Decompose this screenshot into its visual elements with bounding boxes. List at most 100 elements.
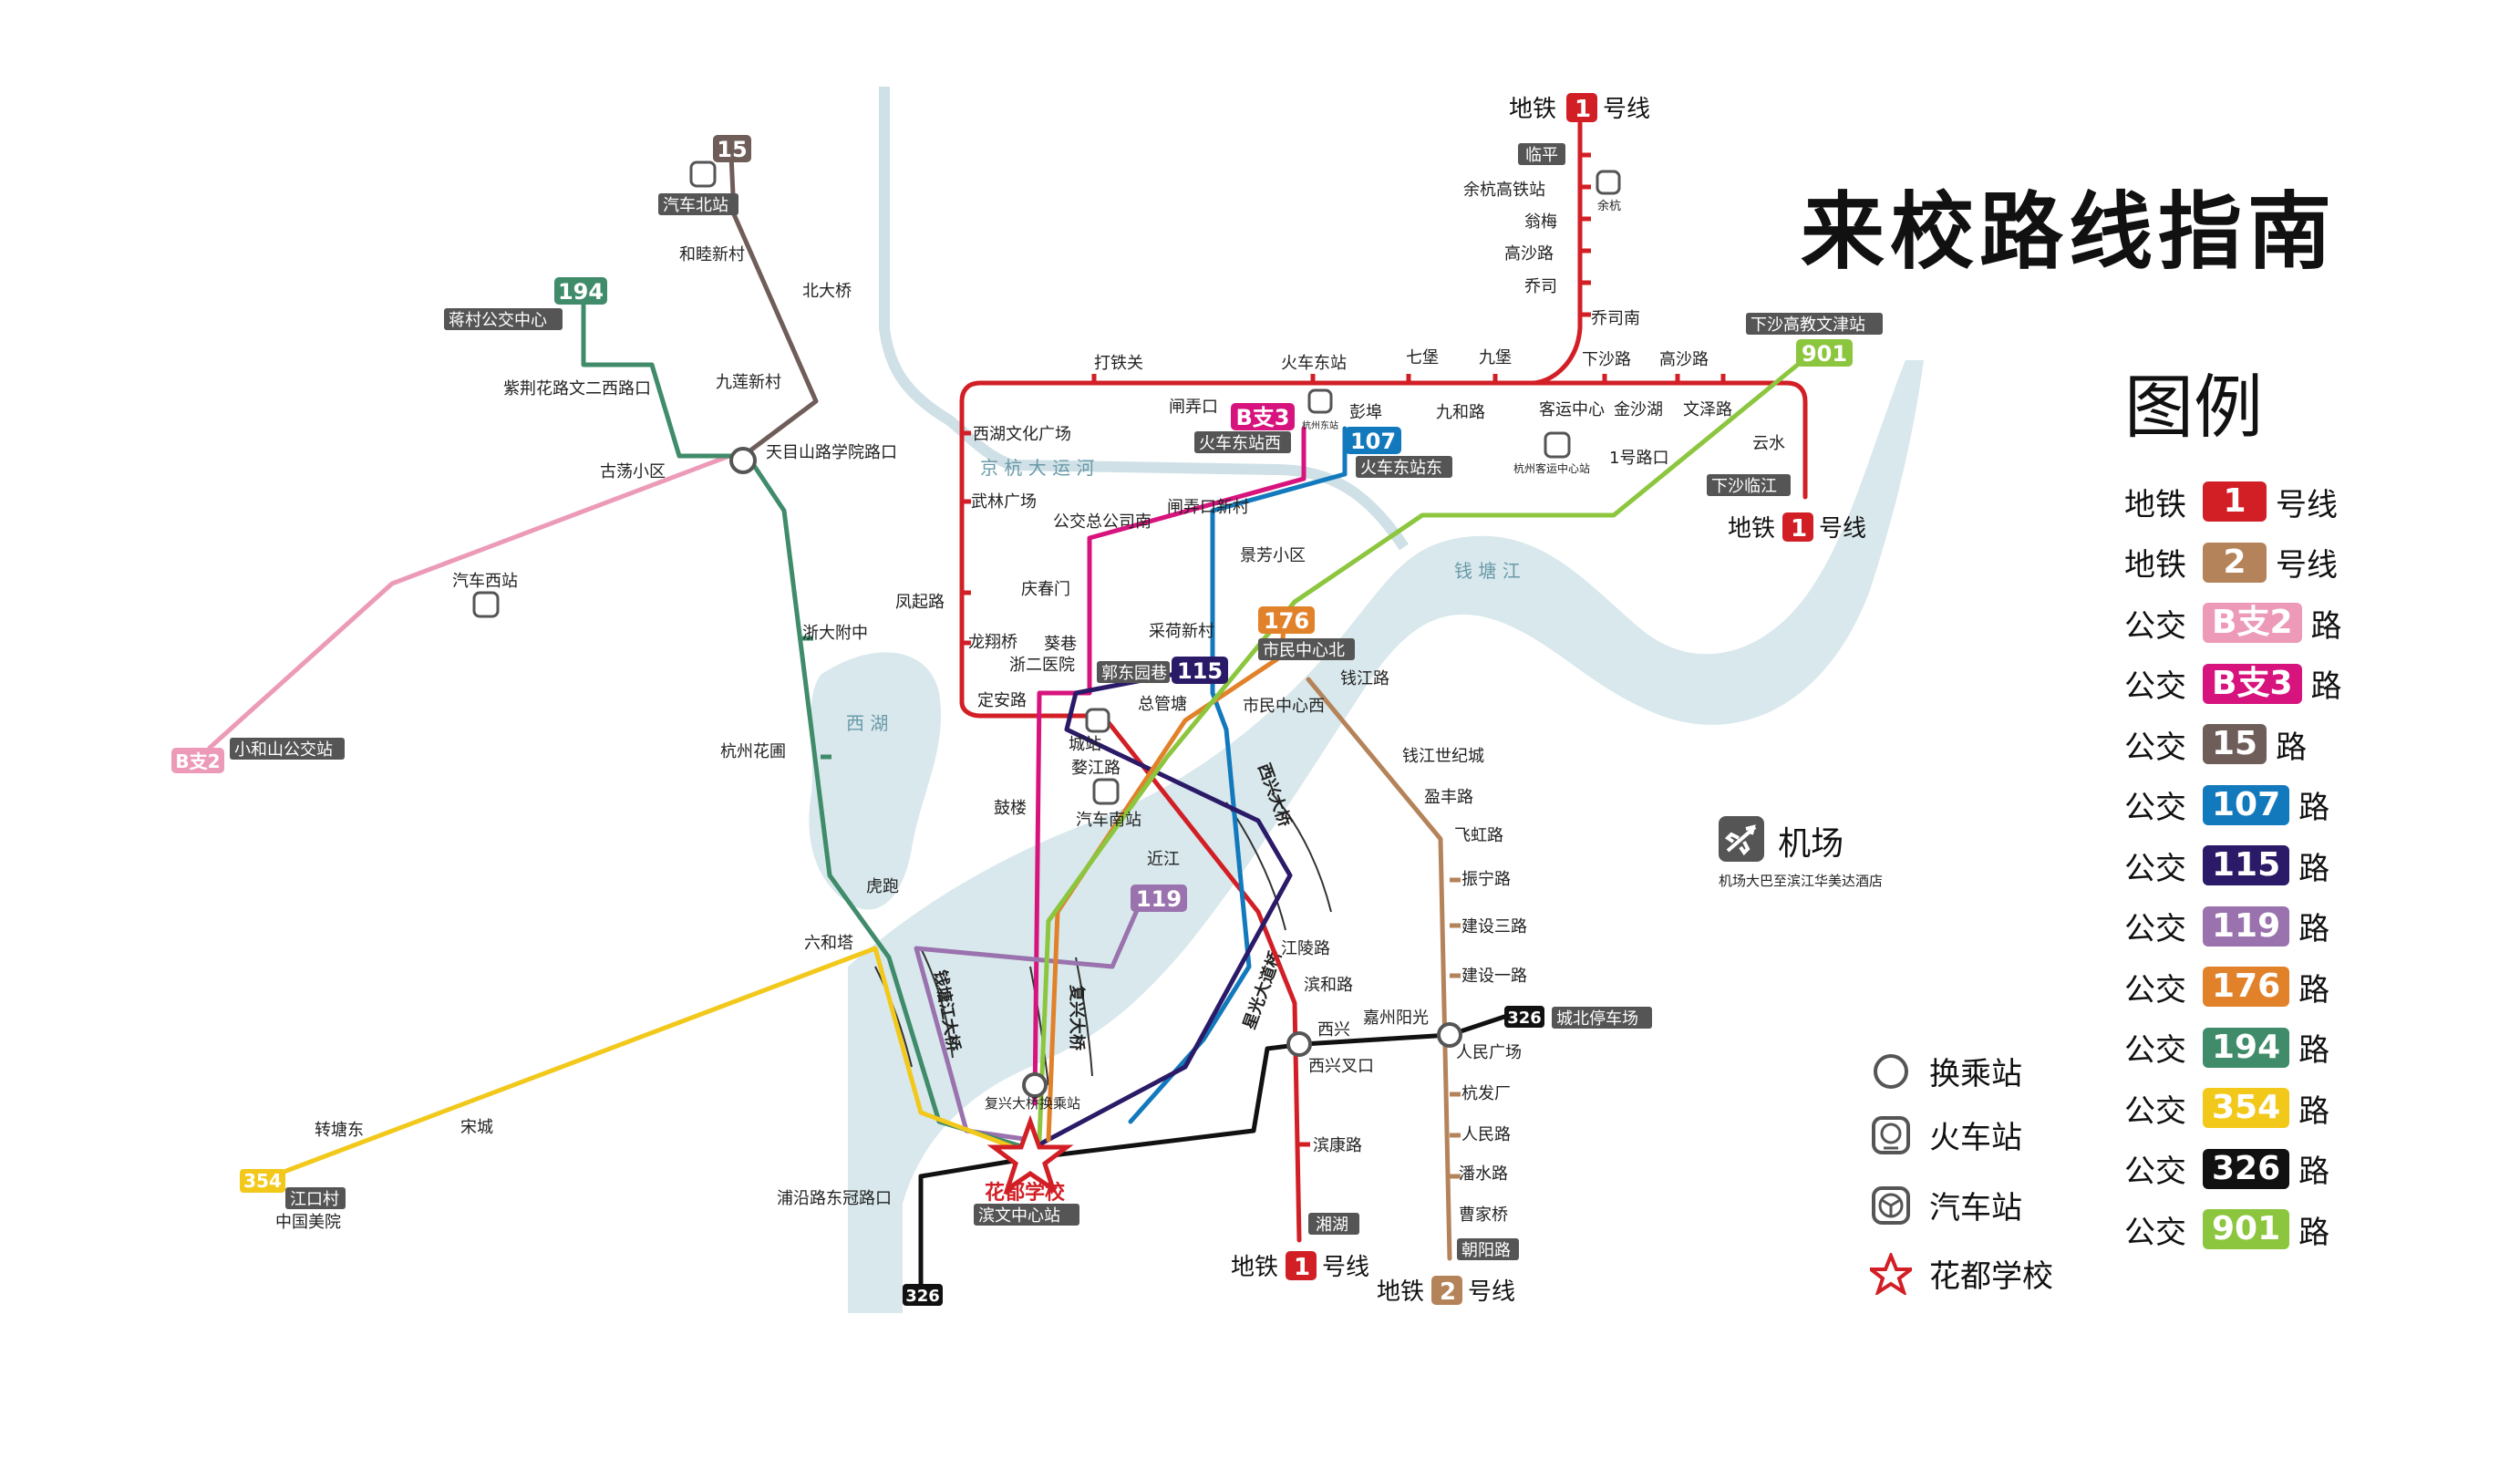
canal-label: 京 杭 大 运 河 [980,457,1094,479]
legend-row-badge: 115 [2203,845,2290,885]
station-panshui: 潘水路 [1459,1164,1508,1184]
station-zheer: 浙二医院 [1009,656,1075,675]
map-train-icons [1085,170,1621,733]
station-kuixiang: 葵巷 [1044,635,1077,654]
station-gaoshalu: 高沙路 [1504,244,1554,264]
badge-107: 107 [1350,429,1396,454]
station-zhanongkou: 闸弄口 [1169,398,1218,417]
water-labels: 西 湖 京 杭 大 运 河 钱 塘 江 [846,457,1521,734]
station-jingfang: 景芳小区 [1240,546,1306,565]
route-metro-1 [959,120,1583,1243]
station-academy: 中国美院 [275,1213,341,1232]
legend-row-badge: 15 [2203,724,2267,764]
station-chengzhan: 城站 [1069,735,1101,754]
station-qichebei: 汽车北站 [663,196,728,215]
metro1-right-num: 1 [1791,515,1807,543]
legend-row-prefix: 公交 [2124,668,2186,705]
station-jianshe1: 建设一路 [1461,967,1527,986]
badge-354: 354 [243,1170,282,1192]
route-bus-15 [728,152,819,459]
bus-icon [1869,1184,1913,1227]
legend-row-badge: B支2 [2203,603,2302,643]
station-hupao: 虎跑 [866,877,899,896]
legend-transfer: 换乘站 [1869,1049,2022,1093]
route-bus-b2 [207,453,732,750]
metro2-bottom-num: 2 [1440,1278,1456,1306]
station-pengbu: 彭埠 [1349,403,1382,422]
station-gudang: 古荡小区 [600,462,666,481]
legend-row-suffix: 路 [2298,850,2330,887]
station-wujianglu: 婺江路 [1071,759,1121,778]
station-hemu: 和睦新村 [679,245,745,264]
legend-row-badge: 901 [2203,1209,2290,1249]
station-binhelu: 滨和路 [1304,976,1353,995]
station-jiazhou: 嘉州阳光 [1363,1009,1429,1028]
legend-row-suffix: 号线 [2276,486,2338,523]
legend-school: 花都学校 [1869,1251,2053,1296]
legend-row-suffix: 路 [2298,1032,2330,1069]
route-bus-107 [1128,426,1348,1124]
badge-176: 176 [1264,608,1309,634]
badge-901: 901 [1802,341,1847,367]
legend-row-prefix: 地铁 [2124,547,2186,584]
legend-row-suffix: 路 [2310,668,2342,705]
train-icon [1869,1113,1913,1157]
legend-row-suffix: 路 [2298,911,2330,947]
station-caojia: 曹家桥 [1459,1205,1508,1225]
station-jiubao: 九堡 [1479,348,1512,367]
legend-row-prefix: 公交 [2124,729,2186,766]
metro2-bottom-pre: 地铁 [1377,1278,1424,1306]
metro1-bottom-post: 号线 [1322,1254,1369,1281]
transfer-tianmushan [729,447,757,474]
route-badges: 15 194 901 107 B支3 115 176 119 354 326 3… [171,135,1853,1306]
map-bus-icons [472,160,1571,805]
badge-326-b: 326 [905,1287,940,1306]
route-metro-1-branch [1529,380,1808,500]
train-icon [1085,708,1110,733]
bus-icon [472,591,500,618]
star-icon [1869,1252,1913,1296]
legend-school-label: 花都学校 [1929,1258,2053,1295]
station-wulin: 武林广场 [971,492,1037,512]
station-zheda-fuzhong: 浙大附中 [802,624,868,643]
route-metro-2 [1306,677,1452,1261]
station-tianmushan: 天目山路学院路口 [766,443,897,462]
station-jinshahu: 金沙湖 [1614,400,1663,419]
station-longxiangqiao: 龙翔桥 [968,633,1017,652]
station-liuhe: 六和塔 [804,934,853,953]
legend-row-prefix: 公交 [2124,911,2186,947]
metro2-bottom-post: 号线 [1468,1278,1515,1306]
station-wenzelu: 文泽路 [1683,400,1732,419]
route-bus-194 [581,303,1033,1152]
station-qianjianglu: 钱江路 [1340,669,1389,688]
station-jinjiang: 近江 [1147,850,1180,869]
airport-label: 机场 [1778,825,1844,863]
legend-row-badge: 354 [2203,1088,2290,1128]
station-shiminzhongxinbei: 市民中心北 [1263,641,1345,660]
transfer-icon [1869,1050,1913,1093]
route-bus-901 [1037,348,1817,1143]
station-chaoyang: 朝阳路 [1461,1241,1511,1260]
plain-labels: 余杭高铁站 余杭 翁梅 高沙路 乔司 乔司南 下沙路 高沙路 金沙湖 文泽路 云… [275,181,1785,1232]
west-lake-label: 西 湖 [846,712,888,734]
badge-119: 119 [1136,886,1182,912]
grand-canal [879,87,1409,551]
school-star-icon [986,1114,1074,1195]
station-renminlu: 人民路 [1461,1125,1511,1144]
station-huochedongzhan: 火车东站 [1281,354,1347,373]
route-bus-b3 [1032,426,1306,1106]
train-icon [1307,388,1333,414]
badge-115: 115 [1177,658,1223,684]
station-songcheng: 宋城 [460,1118,493,1137]
west-lake [809,652,942,910]
station-fuxing-transfer: 复兴大桥换乘站 [985,1095,1080,1112]
transfer-fuxing [1022,1072,1048,1098]
legend-row-prefix: 公交 [2124,1032,2186,1069]
station-jiulian: 九莲新村 [716,373,781,392]
